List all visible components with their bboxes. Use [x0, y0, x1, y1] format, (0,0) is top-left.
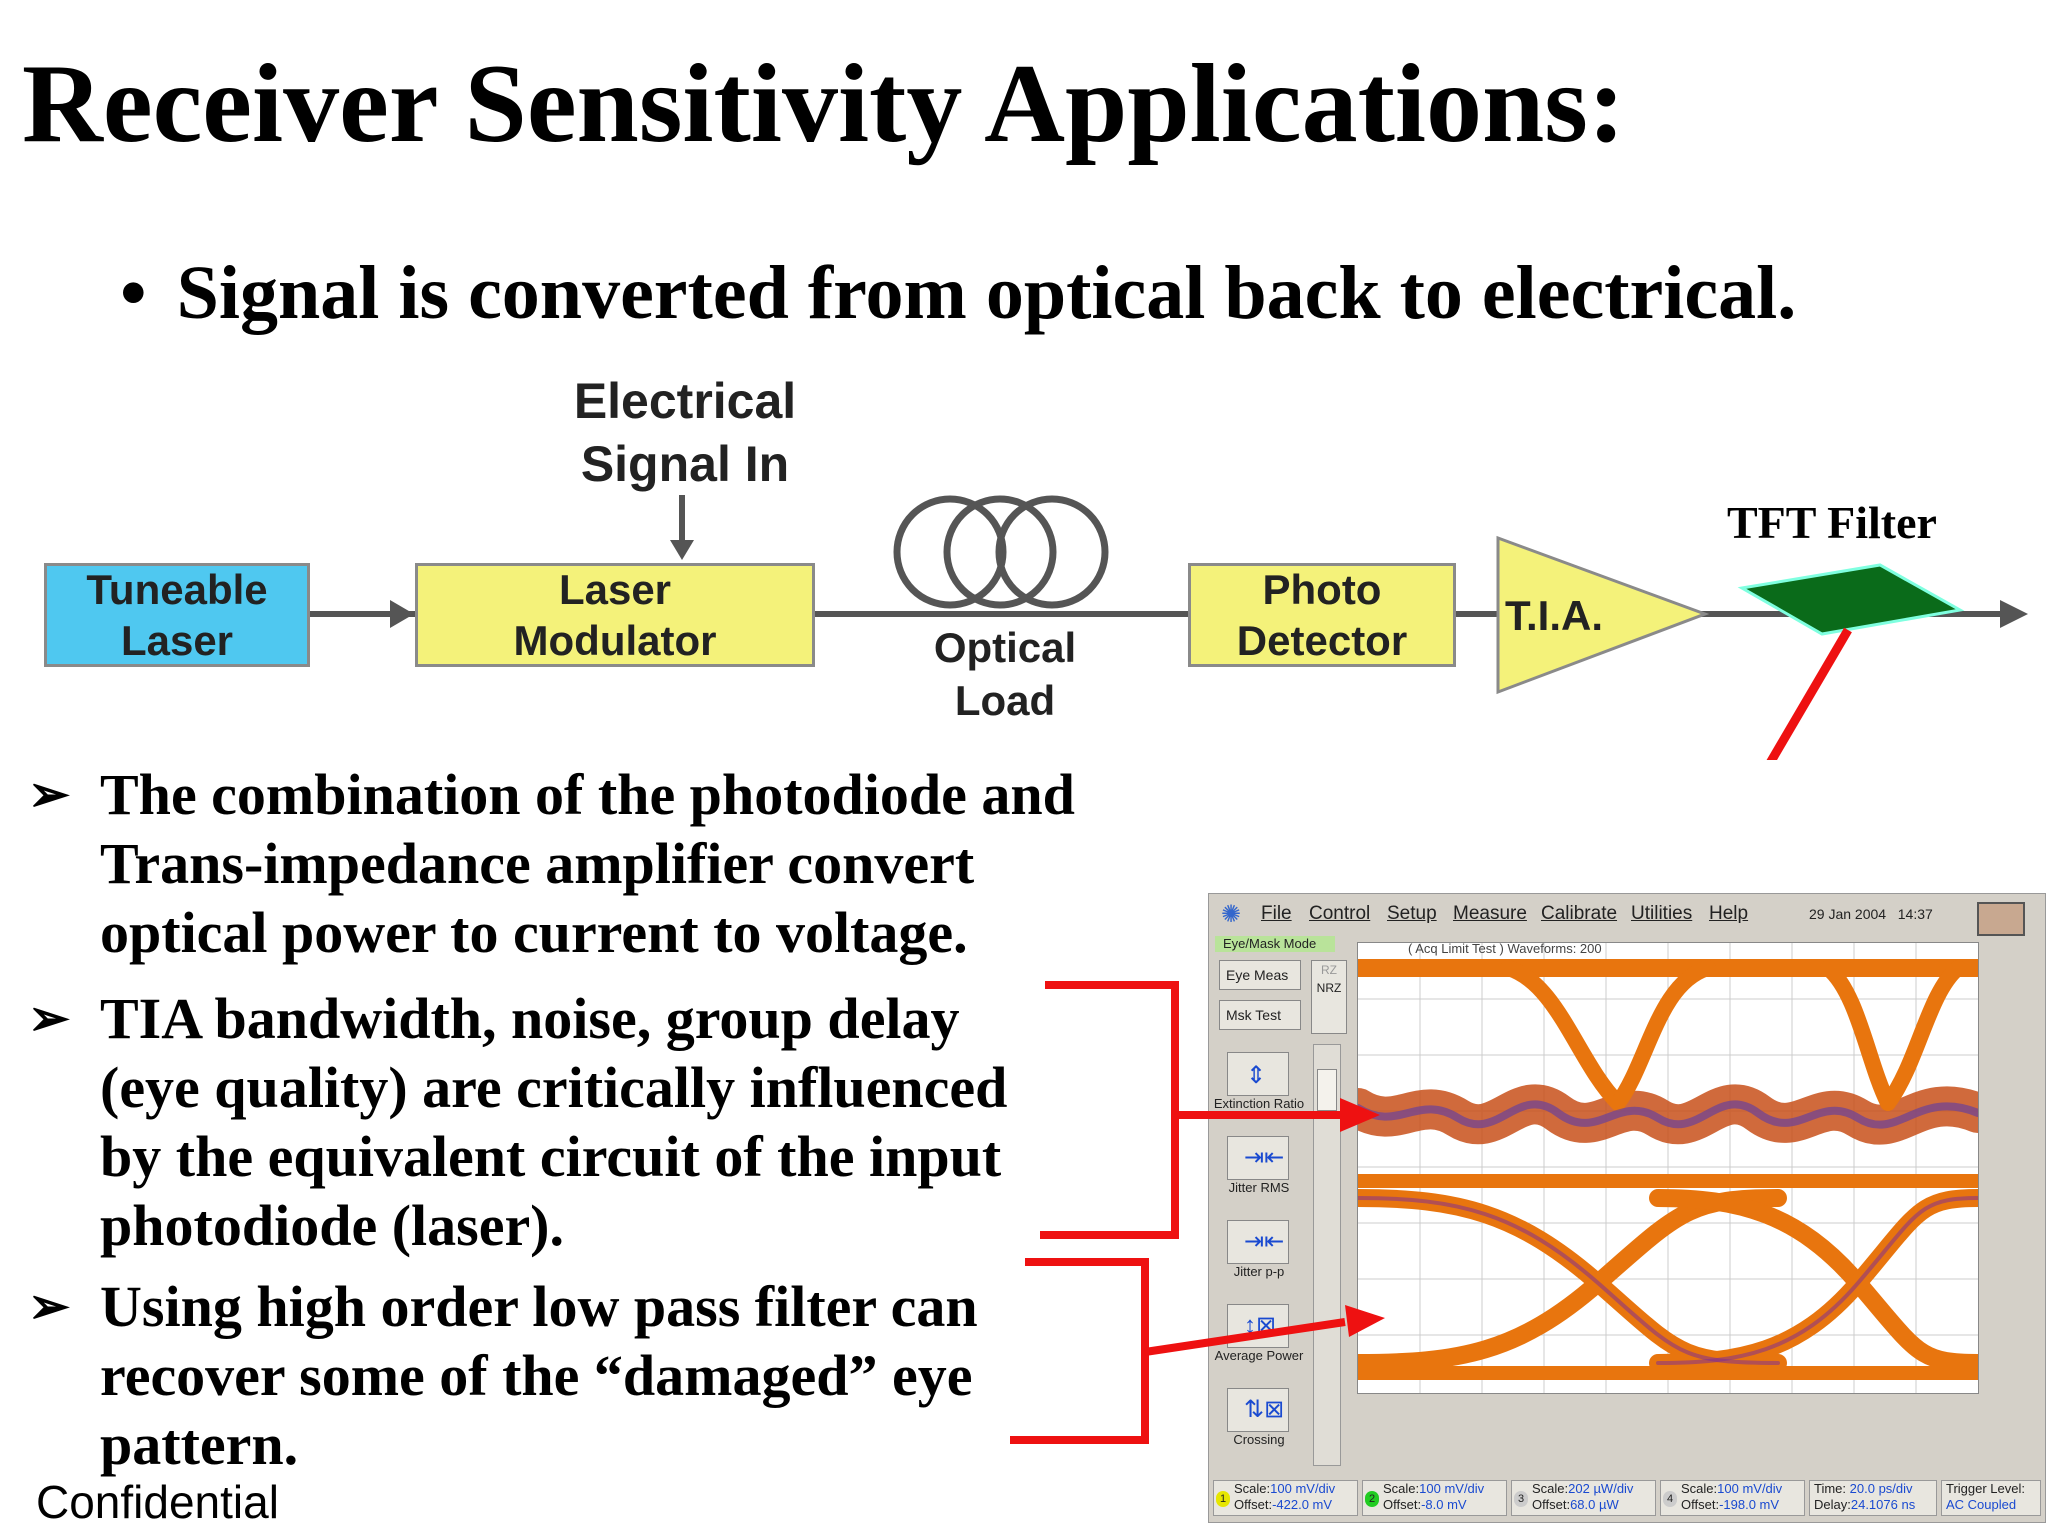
- jitter-icon: ⇥⇤: [1244, 1228, 1285, 1255]
- arrowhead-icon: [390, 600, 414, 628]
- rz-nrz-toggle[interactable]: RZ NRZ: [1311, 960, 1347, 1034]
- channel-2-status[interactable]: 2 Scale:100 mV/div Offset:-8.0 mV: [1362, 1480, 1507, 1516]
- eye-meas-button[interactable]: Eye Meas: [1219, 960, 1301, 990]
- channel-3-status[interactable]: 3 Scale:202 µW/div Offset:68.0 µW: [1511, 1480, 1656, 1516]
- plot-header: ( Acq Limit Test ) Waveforms: 200: [1408, 941, 1602, 956]
- red-bracket: [1010, 981, 1346, 1444]
- channel-2-indicator-icon: 2: [1365, 1491, 1379, 1507]
- channel-4-indicator-icon: 4: [1663, 1491, 1677, 1507]
- channel-1-indicator-icon: 1: [1216, 1491, 1230, 1507]
- average-power-label: Average Power: [1214, 1348, 1304, 1363]
- menu-file[interactable]: File: [1261, 903, 1292, 924]
- jitter-rms-label: Jitter RMS: [1228, 1180, 1290, 1195]
- jitter-pp-label: Jitter p-p: [1233, 1264, 1285, 1279]
- recovered-eye-trace: [1349, 1189, 1987, 1380]
- jitter-icon: ⇥⇤: [1244, 1144, 1285, 1171]
- red-arrowhead-icon: [1345, 1305, 1385, 1337]
- footer-confidential: Confidential: [36, 1476, 279, 1528]
- arrow-bullet-icon: ➢: [28, 990, 70, 1046]
- menu-calibrate[interactable]: Calibrate: [1541, 903, 1618, 924]
- scope-datetime: 29 Jan 2004 14:37: [1809, 906, 1933, 922]
- fiber-coil-icon: [893, 495, 1109, 609]
- jitter-pp-button[interactable]: ⇥⇤: [1227, 1220, 1289, 1264]
- main-bullet: • Signal is converted from optical back t…: [120, 250, 1796, 337]
- menu-measure[interactable]: Measure: [1453, 903, 1527, 924]
- msk-test-button[interactable]: Msk Test: [1219, 1000, 1301, 1030]
- channel-4-status[interactable]: 4 Scale:100 mV/div Offset:-198.0 mV: [1660, 1480, 1805, 1516]
- tft-filter-icon: [1737, 563, 1965, 636]
- trigger-status[interactable]: Trigger Level: AC Coupled: [1941, 1480, 2041, 1516]
- bullet-dot: •: [120, 251, 147, 335]
- optical-load-label: Optical Load: [933, 624, 1077, 724]
- arrow-bullet-icon: ➢: [28, 1278, 70, 1334]
- mode-label: Eye/Mask Mode: [1215, 936, 1335, 952]
- run-indicator-icon[interactable]: [1977, 902, 2025, 936]
- arrowhead-icon: [2000, 600, 2028, 628]
- eye-diagram-plot: ( Acq Limit Test ) Waveforms: 200: [1338, 941, 1998, 1394]
- menu-utilities[interactable]: Utilities: [1631, 903, 1693, 924]
- distorted-eye-trace: [1338, 959, 1998, 1188]
- channel-3-indicator-icon: 3: [1514, 1491, 1528, 1507]
- red-arrowhead-icon: [1340, 1098, 1380, 1132]
- arrowhead-icon: [670, 540, 694, 560]
- menu-setup[interactable]: Setup: [1387, 903, 1437, 924]
- scope-status-bar: 1 Scale:100 mV/div Offset:-422.0 mV 2 Sc…: [1209, 1474, 2045, 1522]
- channel-1-status[interactable]: 1 Scale:100 mV/div Offset:-422.0 mV: [1213, 1480, 1358, 1516]
- crossing-icon: ⇅⊠: [1244, 1396, 1285, 1423]
- menu-control[interactable]: Control: [1309, 903, 1371, 924]
- crossing-percentage-label: Crossing Percentage: [1226, 1433, 1293, 1447]
- extinction-ratio-button[interactable]: ⇕: [1227, 1052, 1289, 1096]
- electrical-signal-label: Electrical Signal In: [573, 373, 797, 492]
- scroll-thumb[interactable]: [1317, 1069, 1337, 1111]
- eye-diagram: [1338, 943, 1998, 1393]
- tia-label: T.I.A.: [1505, 592, 1604, 639]
- slide-title: Receiver Sensitivity Applications:: [22, 42, 1626, 166]
- arrow-bullet-icon: ➢: [28, 766, 70, 822]
- tia-amplifier-icon: [1496, 535, 1710, 695]
- jitter-rms-button[interactable]: ⇥⇤: [1227, 1136, 1289, 1180]
- extinction-ratio-label: Extinction Ratio: [1213, 1096, 1305, 1111]
- red-arrow: [1766, 627, 1852, 760]
- main-bullet-text: Signal is converted from optical back to…: [176, 251, 1797, 335]
- tft-filter-label: TFT Filter: [1727, 497, 1937, 548]
- scope-menu-bar: ✺ File Control Setup Measure Calibrate U…: [1209, 894, 2045, 936]
- timebase-status[interactable]: Time: 20.0 ps/div Delay:24.1076 ns: [1809, 1480, 1937, 1516]
- crossing-percentage-button[interactable]: ⇅⊠: [1227, 1388, 1289, 1432]
- oscilloscope-screenshot: ✺ File Control Setup Measure Calibrate U…: [1208, 893, 2046, 1523]
- menu-help[interactable]: Help: [1709, 903, 1749, 924]
- block-diagram: [310, 495, 2028, 760]
- measure-icon: ⇕: [1246, 1062, 1267, 1089]
- agilent-logo-icon: ✺: [1221, 901, 1242, 928]
